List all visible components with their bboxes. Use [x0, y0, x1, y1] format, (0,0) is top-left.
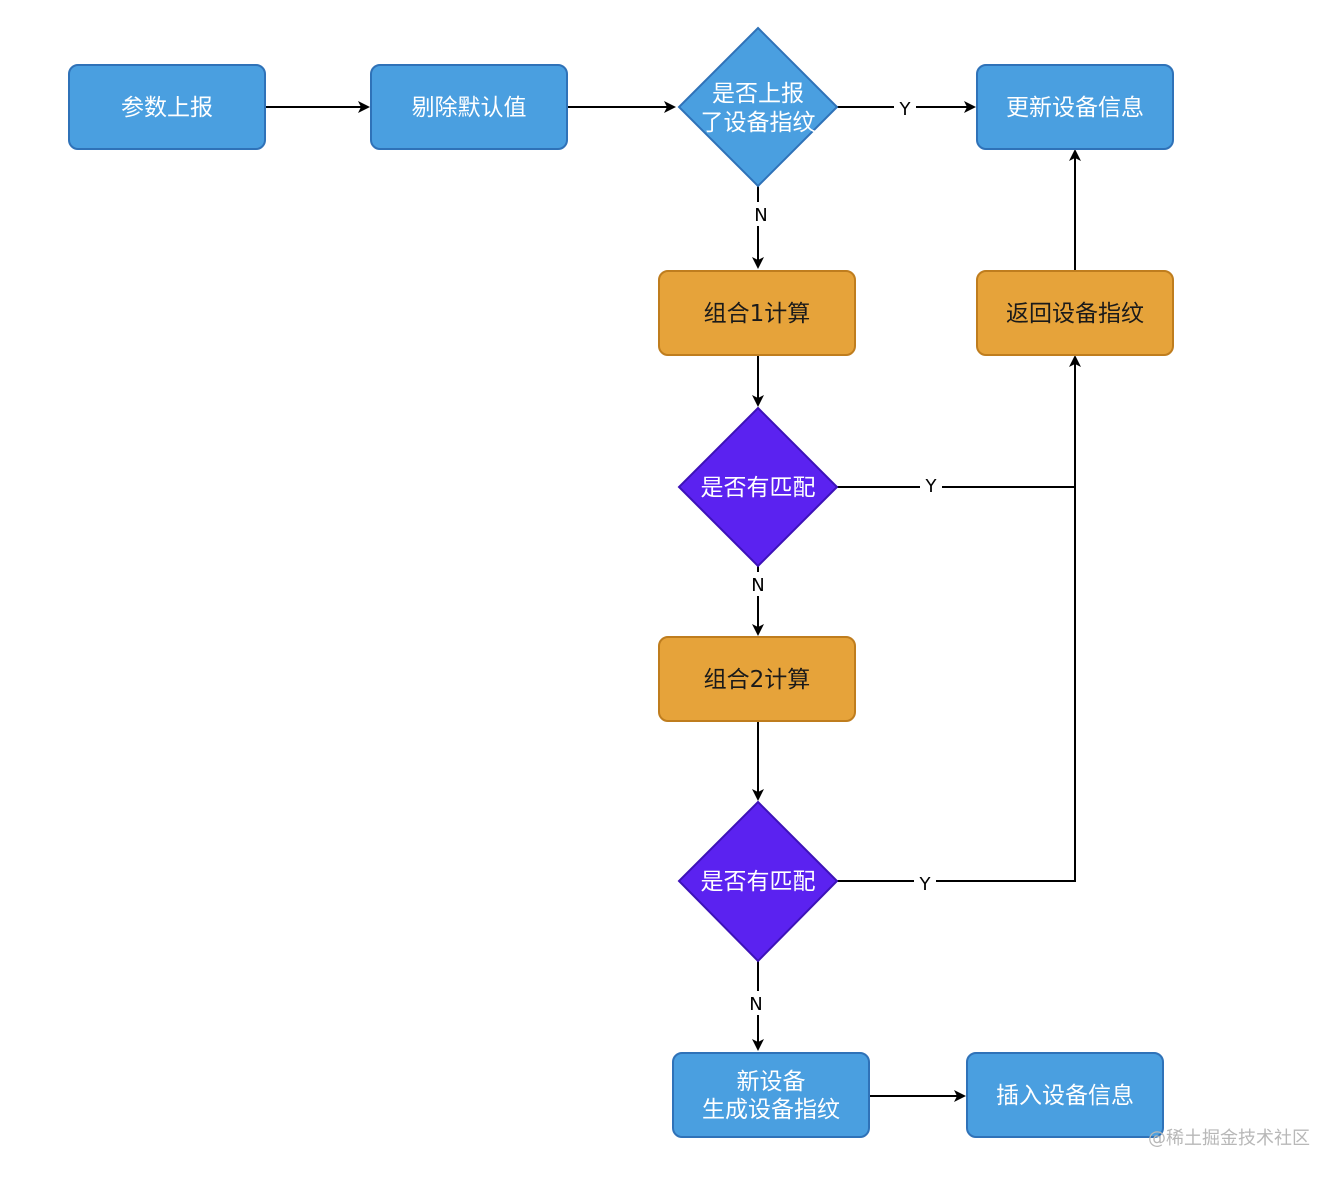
node-return-fingerprint: 返回设备指纹	[976, 270, 1174, 356]
edge-label-no-1: N	[754, 205, 767, 226]
node-insert-device-label: 插入设备信息	[996, 1083, 1134, 1109]
node-new-device-line1: 新设备	[737, 1069, 806, 1095]
node-new-device-line2: 生成设备指纹	[702, 1097, 840, 1123]
node-combo2-label: 组合2计算	[704, 667, 811, 693]
edge-match2-to-return	[837, 487, 1076, 882]
node-param-report: 参数上报	[68, 64, 266, 150]
node-combo1-label: 组合1计算	[704, 301, 811, 327]
node-update-device-label: 更新设备信息	[1006, 95, 1144, 121]
node-combo2: 组合2计算	[658, 636, 856, 722]
node-match-question-2-label: 是否有匹配	[701, 869, 816, 895]
edges	[265, 101, 1081, 1102]
edge-label-no-2: N	[751, 575, 764, 596]
node-param-report-label: 参数上报	[121, 95, 213, 121]
node-insert-device: 插入设备信息	[966, 1052, 1164, 1138]
node-combo1: 组合1计算	[658, 270, 856, 356]
edge-match1-to-return	[837, 355, 1081, 488]
node-reported-question: 是否上报 了设备指纹	[677, 26, 839, 188]
edge-label-yes-2: Y	[925, 476, 938, 497]
watermark: @稀土掘金技术社区	[1148, 1128, 1310, 1149]
node-match-question-1-label: 是否有匹配	[701, 475, 816, 501]
node-match-question-1: 是否有匹配	[677, 406, 839, 568]
node-update-device: 更新设备信息	[976, 64, 1174, 150]
edge-label-yes-1: Y	[899, 99, 912, 120]
node-remove-default: 剔除默认值	[370, 64, 568, 150]
node-reported-question-line2: 了设备指纹	[701, 110, 816, 136]
node-remove-default-label: 剔除默认值	[412, 95, 527, 121]
node-new-device: 新设备 生成设备指纹	[672, 1052, 870, 1138]
node-return-fingerprint-label: 返回设备指纹	[1006, 301, 1144, 327]
edge-label-yes-3: Y	[919, 874, 932, 895]
node-reported-question-line1: 是否上报	[712, 81, 804, 107]
edge-label-no-3: N	[749, 994, 762, 1015]
edge-labels: Y N Y N Y N	[745, 96, 942, 1015]
node-match-question-2: 是否有匹配	[677, 800, 839, 963]
